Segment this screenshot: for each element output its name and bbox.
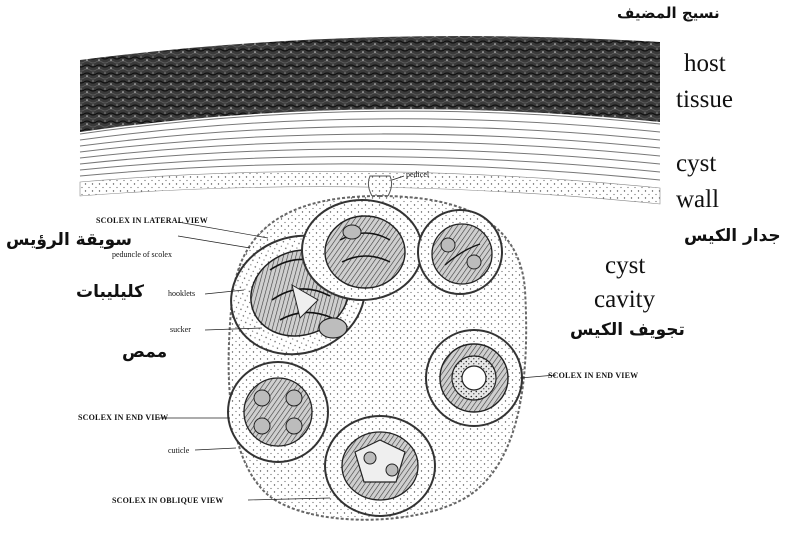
label-scolex-end-right: SCOLEX IN END VIEW — [548, 371, 638, 380]
label-cuticle: cuticle — [168, 446, 189, 455]
label-cyst: cyst — [676, 150, 716, 177]
label-ar-cyst-cavity: تجويف الكيس — [570, 320, 685, 340]
label-scolex-end-left: SCOLEX IN END VIEW — [78, 413, 168, 422]
pedicel — [368, 176, 391, 196]
cyst-wall-layers — [80, 111, 660, 180]
label-cavity-cyst: cyst — [605, 252, 645, 279]
scolex-top-right — [418, 210, 502, 294]
label-ar-cyst-wall: جدار الكيس — [684, 226, 781, 246]
label-peduncle: peduncle of scolex — [112, 250, 172, 259]
label-hooklets: hooklets — [168, 289, 195, 298]
label-scolex-lateral: SCOLEX IN LATERAL VIEW — [96, 216, 208, 225]
label-ar-scolex-stalk: سويقة الرؤيس — [6, 230, 132, 250]
label-host: host — [684, 50, 726, 77]
label-pedicel: pedicel — [406, 170, 429, 179]
host-tissue — [80, 36, 660, 132]
label-wall: wall — [676, 186, 719, 213]
label-ar-host-tissue: نسيج المضيف — [617, 4, 720, 22]
label-scolex-oblique: SCOLEX IN OBLIQUE VIEW — [112, 496, 224, 505]
scolex-end-view-left — [228, 362, 328, 462]
scolex-oblique-view — [325, 416, 435, 516]
label-ar-hooklets: كليليبات — [76, 282, 144, 302]
scolex-top-middle — [302, 200, 422, 300]
label-cavity: cavity — [594, 286, 655, 313]
label-sucker: sucker — [170, 325, 191, 334]
scolex-end-view-right — [426, 330, 522, 426]
label-tissue: tissue — [676, 86, 733, 113]
label-ar-sucker: ممص — [122, 342, 167, 362]
